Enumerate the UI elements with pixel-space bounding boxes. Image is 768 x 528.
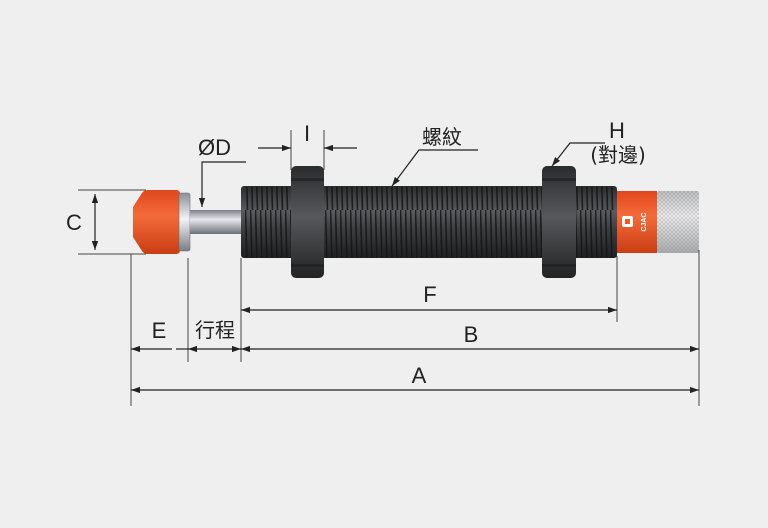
orange-end-cap (133, 190, 180, 254)
label-length-e: E (152, 318, 167, 343)
hex-nut-left (291, 166, 324, 278)
label-diameter-d: ØD (198, 135, 231, 160)
extension-lines (78, 130, 700, 406)
thread-leader (391, 149, 478, 187)
label-height-c: C (66, 210, 82, 235)
brand-collar: CJAC (617, 191, 657, 253)
label-length-f: F (423, 282, 436, 307)
shock-absorber: CJAC (133, 166, 699, 278)
brand-logo-icon (622, 216, 633, 227)
label-thread: 螺紋 (422, 125, 462, 149)
hex-leader (551, 142, 605, 167)
label-stroke: 行程 (195, 318, 235, 342)
label-hex-note: (對邊) (590, 143, 646, 167)
labels: ØD I 螺紋 H (對邊) C E 行程 F B A (66, 118, 646, 388)
label-length-a: A (412, 363, 427, 388)
label-thickness-i: I (304, 121, 310, 146)
cap-steel-ring (178, 192, 191, 252)
dimension-lines (91, 142, 699, 394)
label-length-b: B (464, 322, 479, 347)
hex-nut-right (542, 166, 576, 278)
brand-mark: CJAC (641, 212, 648, 231)
label-hex-h: H (609, 118, 625, 143)
diameter-d-leader (198, 161, 246, 207)
piston-rod (190, 210, 241, 234)
adjustment-knob (657, 191, 699, 253)
